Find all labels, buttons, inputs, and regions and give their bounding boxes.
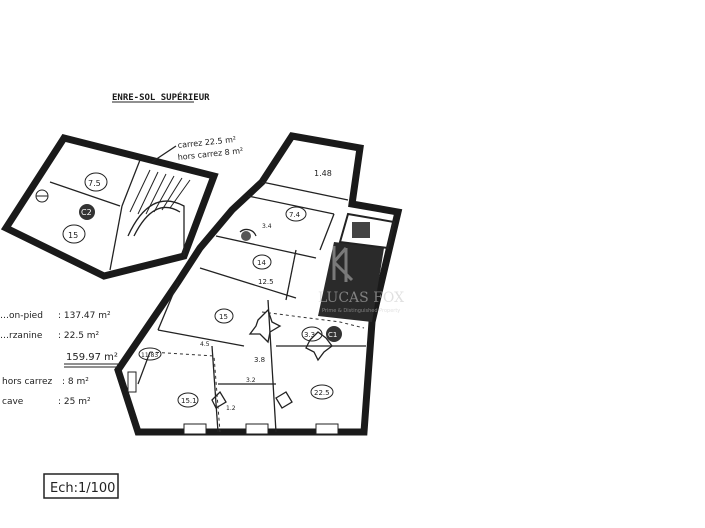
room-badge-right: C1 — [328, 331, 337, 339]
area-line-1-value: : 137.47 m² — [58, 311, 111, 321]
room-label-bath: 3.8 — [254, 356, 265, 364]
scale-label: Ech:1/100 — [50, 481, 115, 496]
room-label-74: 7.4 — [289, 211, 301, 219]
room-label-hall: 12.5 — [258, 278, 274, 286]
watermark-subtext: Prime & Distinguished Property — [322, 308, 400, 314]
area-total-value: 159.97 m² — [66, 352, 118, 363]
area-line-5-label: cave — [2, 397, 24, 407]
room-label-center: 15 — [219, 313, 228, 321]
area-line-4-value: : 8 m² — [62, 377, 89, 387]
scale-box: Ech:1/100 — [43, 473, 119, 499]
room-label-big-right: 22.5 — [314, 389, 330, 397]
area-line-5-value: : 25 m² — [58, 397, 91, 407]
room-label-33: 3.3 — [304, 331, 315, 339]
room-label-bottom-mid: 3.2 — [246, 377, 256, 384]
room-label-left-top: 7.5 — [88, 179, 101, 188]
room-label-kitchen: 14 — [257, 259, 266, 267]
room-label-sejour: 15.1 — [181, 397, 197, 405]
room-badge-left: C2 — [81, 208, 92, 217]
watermark: LUCAS FOX Prime & Distinguished Property — [318, 246, 404, 314]
watermark-text: LUCAS FOX — [318, 290, 404, 306]
area-line-1-label: …on-pied — [0, 311, 43, 321]
area-line-2-value: : 22.5 m² — [58, 331, 100, 341]
room-label-148: 1.48 — [314, 169, 332, 178]
stair-hatch — [129, 169, 191, 215]
plan-title: ENRE-SOL SUPÉRIEUR — [112, 91, 210, 103]
room-label-entry: 4.5 — [200, 341, 210, 348]
main-plan: 1.48 7.4 3.4 14 12.5 15 3.3 C1 3.8 4.5 1… — [114, 132, 403, 436]
area-summary: …on-pied : 137.47 m² …rzanine : 22.5 m² … — [0, 311, 118, 407]
room-label-34: 3.4 — [262, 223, 272, 230]
room-label-1183: 11.83 — [141, 352, 158, 359]
room-label-corner: 1.2 — [226, 405, 236, 412]
area-line-4-label: hors carrez — [2, 377, 53, 387]
mezzanine-plan: 7.5 C2 15 — [0, 133, 219, 280]
room-label-left-bottom: 15 — [68, 231, 78, 240]
area-line-2-label: …rzanine — [0, 331, 43, 341]
